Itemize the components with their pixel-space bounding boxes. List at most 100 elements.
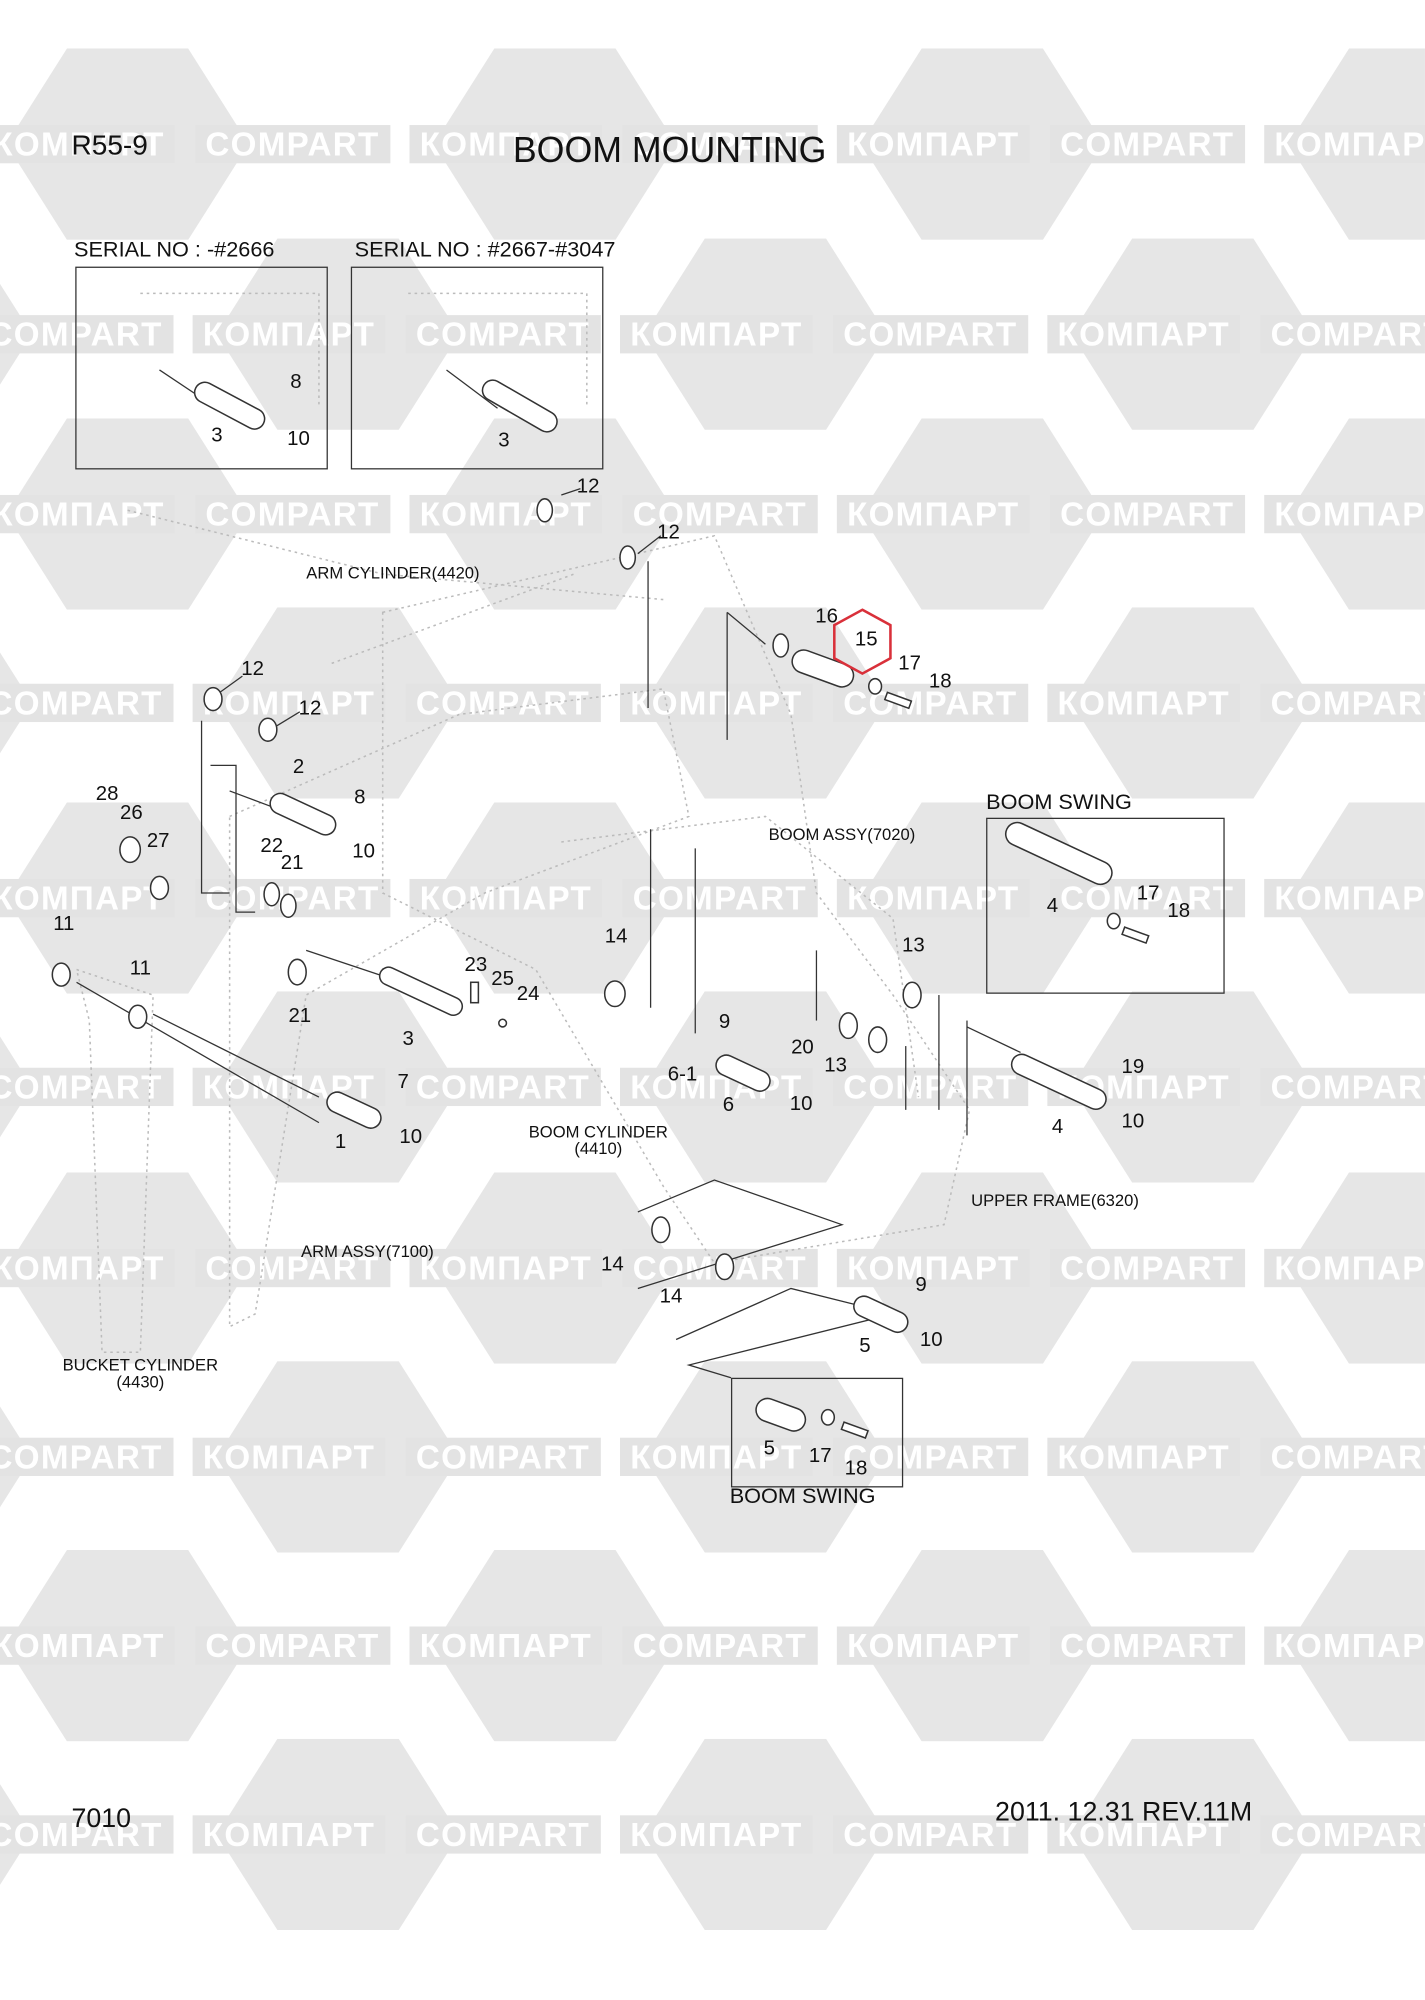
callout-21[interactable]: 21 xyxy=(280,852,304,874)
model-number: R55-9 xyxy=(71,128,148,161)
callout-26[interactable]: 26 xyxy=(120,802,143,825)
callout-14[interactable]: 14 xyxy=(604,926,628,948)
watermark-text: COMPART xyxy=(195,1248,390,1288)
watermark-text: COMPART xyxy=(833,1067,1028,1107)
callout-13[interactable]: 13 xyxy=(824,1055,847,1077)
callout-2[interactable]: 2 xyxy=(292,756,305,779)
watermark-text: КОМПАРТ xyxy=(836,878,1030,918)
watermark-text: КОМПАРТ xyxy=(619,1067,813,1107)
watermark-text: КОМПАРТ xyxy=(1047,1437,1241,1476)
watermark-text: КОМПАРТ xyxy=(0,878,175,918)
callout-12[interactable]: 12 xyxy=(576,475,600,498)
watermark-text: COMPART xyxy=(195,494,390,534)
callout-3[interactable]: 3 xyxy=(402,1028,414,1050)
callout-19[interactable]: 19 xyxy=(1121,1056,1145,1078)
callout-4[interactable]: 4 xyxy=(1051,1116,1064,1138)
watermark-text: COMPART xyxy=(1260,1437,1425,1476)
watermark-text: COMPART xyxy=(833,315,1028,354)
callout-10[interactable]: 10 xyxy=(287,428,310,451)
watermark-text: КОМПАРТ xyxy=(619,315,813,354)
callout-25[interactable]: 25 xyxy=(491,968,514,990)
callout-14[interactable]: 14 xyxy=(600,1254,624,1276)
callout-18[interactable]: 18 xyxy=(844,1458,868,1480)
callout-3[interactable]: 3 xyxy=(498,429,510,452)
watermark-text: COMPART xyxy=(0,315,173,354)
watermark-text: КОМПАРТ xyxy=(192,315,386,354)
callout-12[interactable]: 12 xyxy=(298,697,322,720)
serial-box-1 xyxy=(75,266,328,470)
label-arm-cylinder: ARM CYLINDER(4420) xyxy=(306,563,480,583)
watermark-text: COMPART xyxy=(405,683,601,723)
callout-8[interactable]: 8 xyxy=(290,371,302,393)
callout-5[interactable]: 5 xyxy=(763,1437,775,1460)
callout-28[interactable]: 28 xyxy=(95,783,119,805)
watermark-text: КОМПАРТ xyxy=(1264,1248,1425,1288)
callout-8[interactable]: 8 xyxy=(354,787,366,809)
callout-15[interactable]: 15 xyxy=(854,628,878,651)
label-bucket-cylinder-no: (4430) xyxy=(116,1372,165,1392)
callout-6[interactable]: 6 xyxy=(722,1094,735,1117)
callout-4[interactable]: 4 xyxy=(1046,895,1059,918)
watermark-text: COMPART xyxy=(1049,1626,1245,1665)
callout-20[interactable]: 20 xyxy=(791,1037,814,1059)
callout-3[interactable]: 3 xyxy=(211,424,223,447)
callout-10[interactable]: 10 xyxy=(789,1093,813,1115)
callout-10[interactable]: 10 xyxy=(399,1126,423,1149)
watermark-text: КОМПАРТ xyxy=(836,1248,1030,1288)
callout-27[interactable]: 27 xyxy=(146,830,170,853)
label-boom-assy: BOOM ASSY(7020) xyxy=(768,824,916,844)
callout-9[interactable]: 9 xyxy=(915,1274,927,1297)
label-boom-cylinder: BOOM CYLINDER xyxy=(528,1121,668,1142)
ghost-machine-outline xyxy=(75,292,971,1354)
callout-12[interactable]: 12 xyxy=(657,521,680,544)
watermark-text: КОМПАРТ xyxy=(409,1626,603,1665)
watermark-text: COMPART xyxy=(0,1437,173,1476)
callout-17[interactable]: 17 xyxy=(808,1445,832,1468)
watermark-text: КОМПАРТ xyxy=(192,1437,386,1476)
callout-5[interactable]: 5 xyxy=(859,1335,871,1358)
watermark-text: COMPART xyxy=(1260,315,1425,354)
callout-16[interactable]: 16 xyxy=(815,605,839,628)
callout-1[interactable]: 1 xyxy=(334,1131,347,1154)
watermark-text: COMPART xyxy=(1049,878,1245,918)
callout-10[interactable]: 10 xyxy=(352,840,375,863)
watermark-text: КОМПАРТ xyxy=(0,494,175,534)
callout-12[interactable]: 12 xyxy=(241,658,264,680)
callout-14[interactable]: 14 xyxy=(659,1285,683,1308)
watermark-text: КОМПАРТ xyxy=(836,125,1030,164)
callout-21[interactable]: 21 xyxy=(288,1005,312,1027)
callout-17[interactable]: 17 xyxy=(898,653,921,675)
callout-11[interactable]: 11 xyxy=(129,958,151,980)
callout-22[interactable]: 22 xyxy=(260,835,284,858)
watermark-text: COMPART xyxy=(1260,1067,1425,1107)
watermark-text: КОМПАРТ xyxy=(409,494,603,534)
callout-18[interactable]: 18 xyxy=(928,671,952,693)
watermark-text: КОМПАРТ xyxy=(619,1815,813,1854)
callout-24[interactable]: 24 xyxy=(516,983,540,1006)
callout-11[interactable]: 11 xyxy=(53,913,75,936)
label-boom-swing-1: BOOM SWING xyxy=(986,789,1132,814)
callout-18[interactable]: 18 xyxy=(1167,900,1191,923)
page-title: BOOM MOUNTING xyxy=(512,130,827,170)
watermark-text: КОМПАРТ xyxy=(0,1626,175,1665)
callout-10[interactable]: 10 xyxy=(1121,1111,1145,1133)
callout-10[interactable]: 10 xyxy=(919,1329,943,1351)
callout-13[interactable]: 13 xyxy=(902,935,925,957)
watermark-text: COMPART xyxy=(833,1437,1028,1476)
callout-23[interactable]: 23 xyxy=(464,954,488,976)
watermark-text: COMPART xyxy=(0,1815,173,1854)
callout-9[interactable]: 9 xyxy=(718,1011,731,1034)
watermark-text: COMPART xyxy=(0,683,173,723)
label-arm-assy: ARM ASSY(7100) xyxy=(301,1241,434,1262)
watermark-text: COMPART xyxy=(1049,125,1245,164)
callout-6-1[interactable]: 6-1 xyxy=(667,1063,698,1086)
callout-17[interactable]: 17 xyxy=(1136,882,1160,905)
watermark-text: КОМПАРТ xyxy=(0,125,175,164)
callout-7[interactable]: 7 xyxy=(397,1071,409,1094)
watermark-text: КОМПАРТ xyxy=(836,1626,1030,1665)
watermark-text: КОМПАРТ xyxy=(409,125,603,164)
watermark-text: КОМПАРТ xyxy=(192,1815,386,1854)
watermark-text: COMPART xyxy=(1049,1248,1245,1288)
